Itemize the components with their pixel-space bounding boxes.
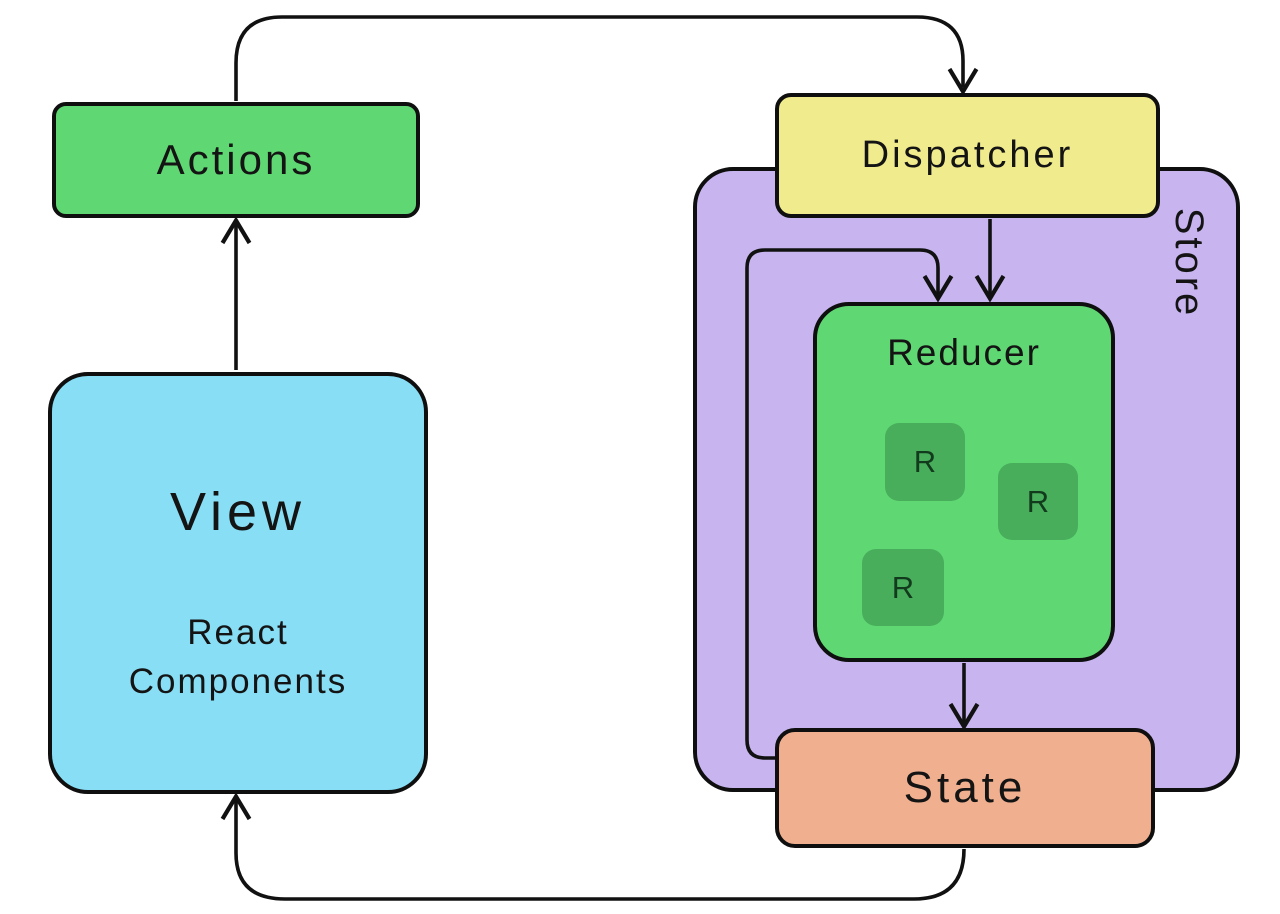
actions-label: Actions [156,136,316,183]
arrow-actions-to-dispatcher-head [947,67,979,96]
view-subtitle-line1: React [187,613,289,652]
dispatcher-label: Dispatcher [861,134,1074,176]
reducer-chip-label: R [1026,483,1050,519]
arrow-state-to-reducer-loop-line [745,248,940,760]
reducer-chip: R [998,463,1078,540]
reducer-chip: R [885,423,965,501]
state-box: State [775,728,1155,848]
arrow-view-to-actions-head [220,216,252,245]
reducer-chip-label: R [913,444,937,479]
arrow-state-to-view-head [220,792,252,821]
arrow-reducer-to-state-head [948,702,980,731]
view-subtitle: React Components [52,608,424,706]
state-label: State [903,763,1027,812]
arrow-state-to-view-line [234,797,966,901]
reducer-chip-label: R [891,569,915,605]
view-subtitle-line2: Components [128,662,348,701]
reducer-box: Reducer R R R [813,302,1115,662]
arrow-actions-to-dispatcher-line [234,15,965,101]
view-box: View React Components [48,372,428,794]
reducer-label: Reducer [887,332,1041,373]
arrow-state-to-reducer-loop-head [922,274,954,303]
actions-box: Actions [52,102,420,218]
arrow-dispatcher-to-reducer-head [974,274,1006,303]
reducer-chip: R [862,549,944,626]
view-title: View [169,482,307,542]
dispatcher-box: Dispatcher [775,93,1160,218]
